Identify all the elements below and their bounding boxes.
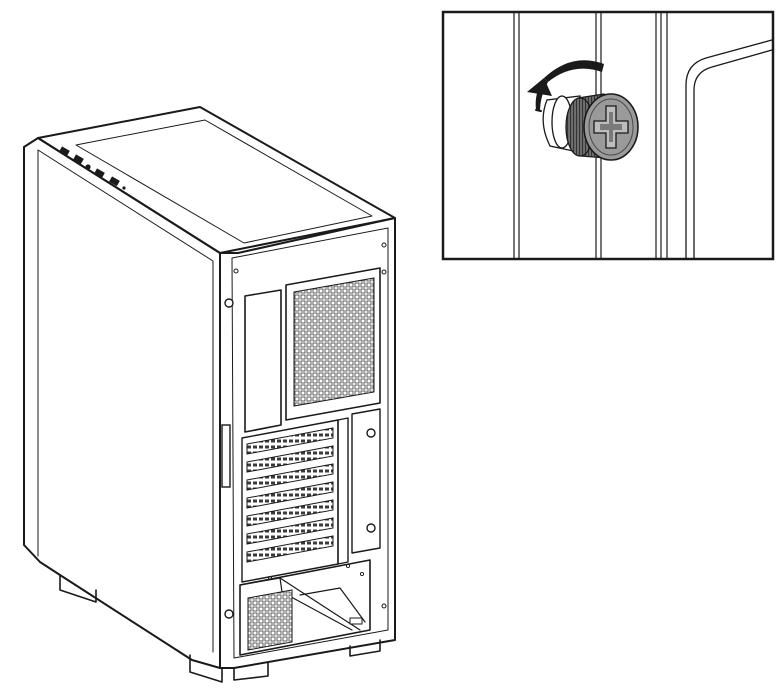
psu-bay [240, 560, 370, 655]
rear-thumbscrew-icon [225, 610, 233, 618]
io-shield-opening [245, 290, 281, 432]
rear-thumbscrew-icon [367, 524, 375, 532]
rear-thumbscrew-icon [225, 299, 233, 307]
case-top-panel [38, 107, 395, 253]
thumbscrew-detail-callout [443, 12, 773, 259]
expansion-slots [242, 409, 380, 582]
pc-case [24, 107, 395, 682]
rear-thumbscrew-icon [367, 429, 375, 437]
case-side-panel [24, 138, 220, 668]
